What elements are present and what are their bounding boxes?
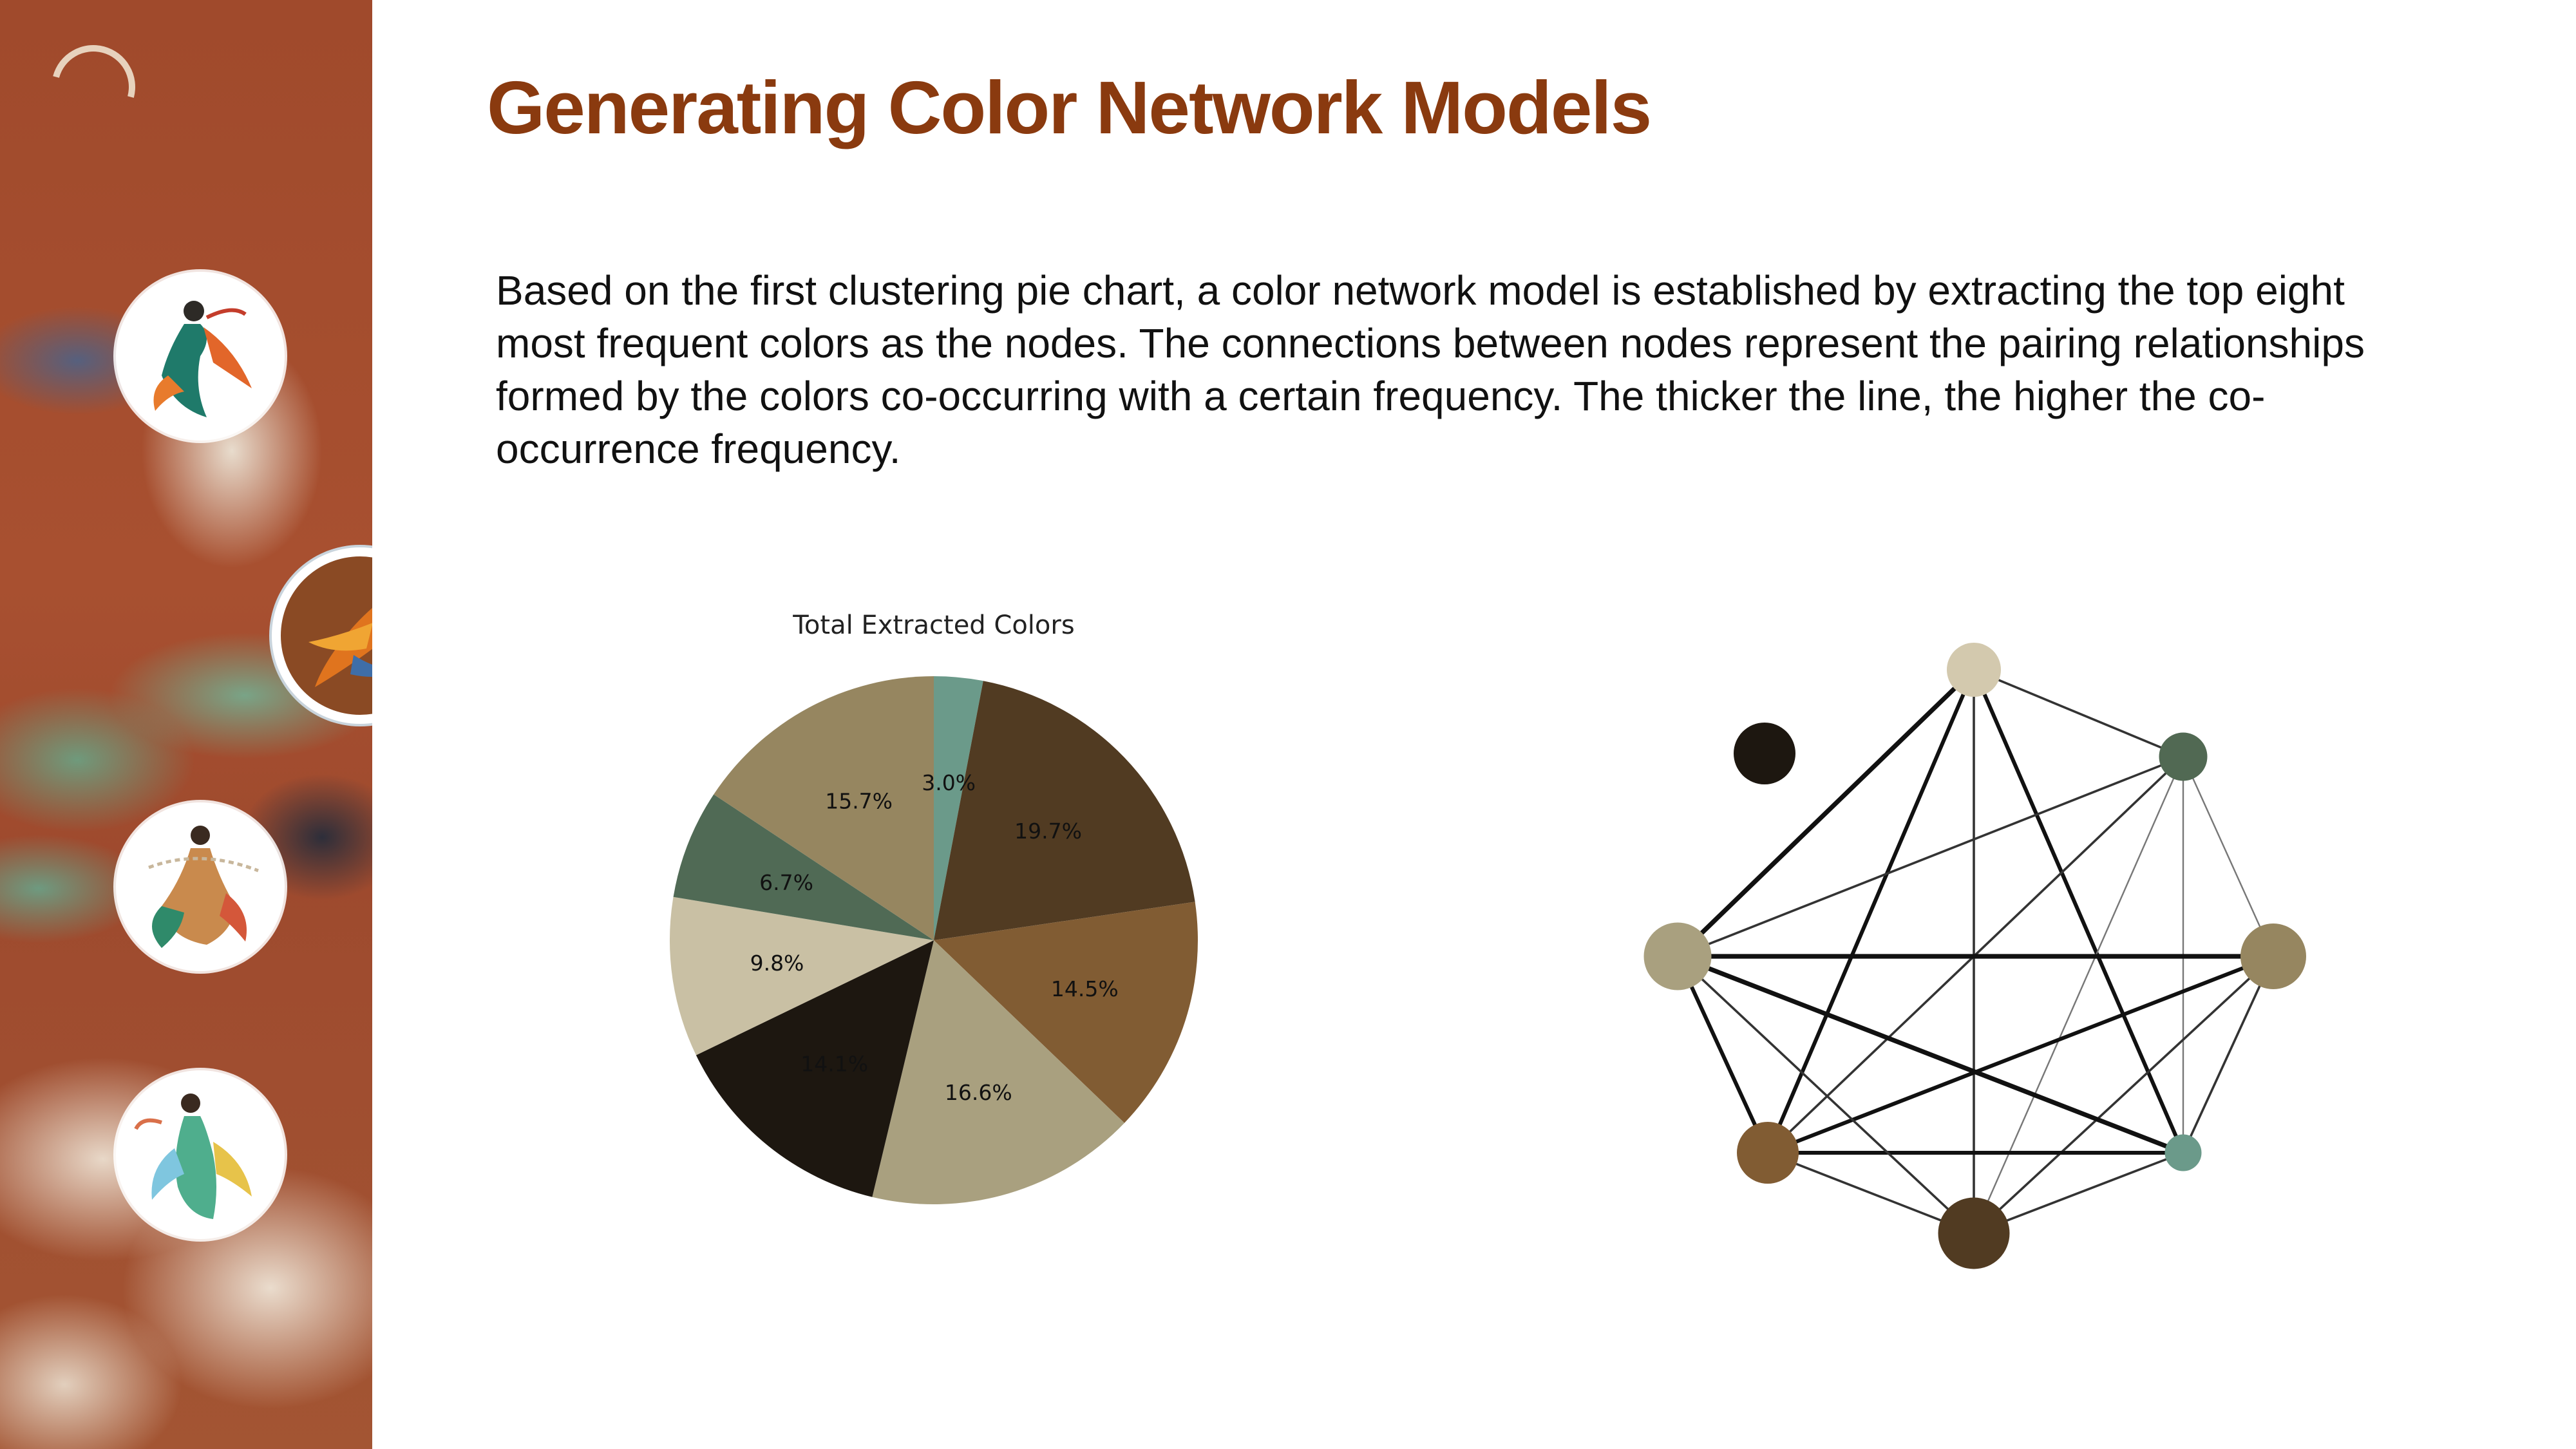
network-edge-18 xyxy=(1676,955,1975,1235)
color-network-graph xyxy=(1643,643,2306,1269)
network-node-5 xyxy=(1938,1197,2010,1269)
pie-label-4: 16.6% xyxy=(945,1080,1012,1105)
network-node-8 xyxy=(1734,723,1795,784)
network-edge-6 xyxy=(1677,755,2184,958)
pie-slice-5 xyxy=(696,940,934,1197)
pie-slices xyxy=(670,676,1198,1204)
network-edge-20 xyxy=(1676,955,1770,1154)
network-edge-16 xyxy=(1973,1151,2184,1235)
color-pie-chart: Total Extracted Colors 3.0% 19.7% 14.5% 16.… xyxy=(670,611,1198,1204)
dancer-figure-icon xyxy=(153,301,252,417)
network-edge-1 xyxy=(1676,668,1976,958)
dancer-figure-icon xyxy=(134,1094,252,1219)
pie-label-3: 14.5% xyxy=(1051,976,1119,1001)
dancer-figure-icon xyxy=(308,608,372,687)
dancer-figure-icon xyxy=(148,826,259,948)
pie-label-6: 9.8% xyxy=(750,951,804,976)
page-title: Generating Color Network Models xyxy=(487,66,1652,149)
network-edge-14 xyxy=(1676,954,2184,1155)
network-nodes xyxy=(1643,643,2306,1269)
network-edge-13 xyxy=(2182,756,2275,957)
pie-label-7: 6.7% xyxy=(759,870,813,895)
network-node-1 xyxy=(1947,643,2001,697)
network-node-6 xyxy=(1737,1122,1799,1184)
network-edge-12 xyxy=(1973,955,2275,1235)
pie-label-5: 14.1% xyxy=(800,1052,868,1077)
description-text: Based on the first clustering pie chart,… xyxy=(496,267,2365,472)
network-edge-19 xyxy=(1767,1151,1975,1235)
network-edge-4 xyxy=(1972,668,2185,1154)
network-node-4 xyxy=(2164,1134,2202,1171)
crescent-moon-decoration xyxy=(36,30,151,144)
network-edges xyxy=(1676,668,2275,1235)
network-edge-17 xyxy=(2182,956,2275,1153)
pie-label-2: 19.7% xyxy=(1014,819,1082,844)
pie-slice-6 xyxy=(670,896,934,1056)
pie-slice-8 xyxy=(714,676,934,940)
pie-label-1: 3.0% xyxy=(922,770,976,795)
network-node-7 xyxy=(1643,922,1712,990)
network-node-2 xyxy=(2159,732,2208,781)
dancer-thumbnail-3[interactable] xyxy=(116,802,285,971)
network-node-3 xyxy=(2240,923,2306,989)
network-edge-2 xyxy=(1766,668,1976,1154)
network-edge-5 xyxy=(1973,668,2184,758)
pie-labels: 3.0% 19.7% 14.5% 16.6% 14.1% 9.8% 6.7% 15.7% xyxy=(750,770,1119,1105)
dancer-thumbnail-4[interactable] xyxy=(116,1070,285,1239)
pie-slice-2 xyxy=(934,681,1195,940)
pie-label-8: 15.7% xyxy=(825,788,893,813)
mural-sidebar xyxy=(0,0,372,1449)
pie-chart-title: Total Extracted Colors xyxy=(792,611,1074,640)
pie-slice-1 xyxy=(934,676,983,940)
dancer-thumbnail-1[interactable] xyxy=(116,272,285,440)
pie-slice-3 xyxy=(934,902,1198,1123)
pie-slice-7 xyxy=(673,794,934,940)
pie-slice-4 xyxy=(872,940,1124,1204)
dancer-thumbnail-2[interactable] xyxy=(281,556,372,715)
